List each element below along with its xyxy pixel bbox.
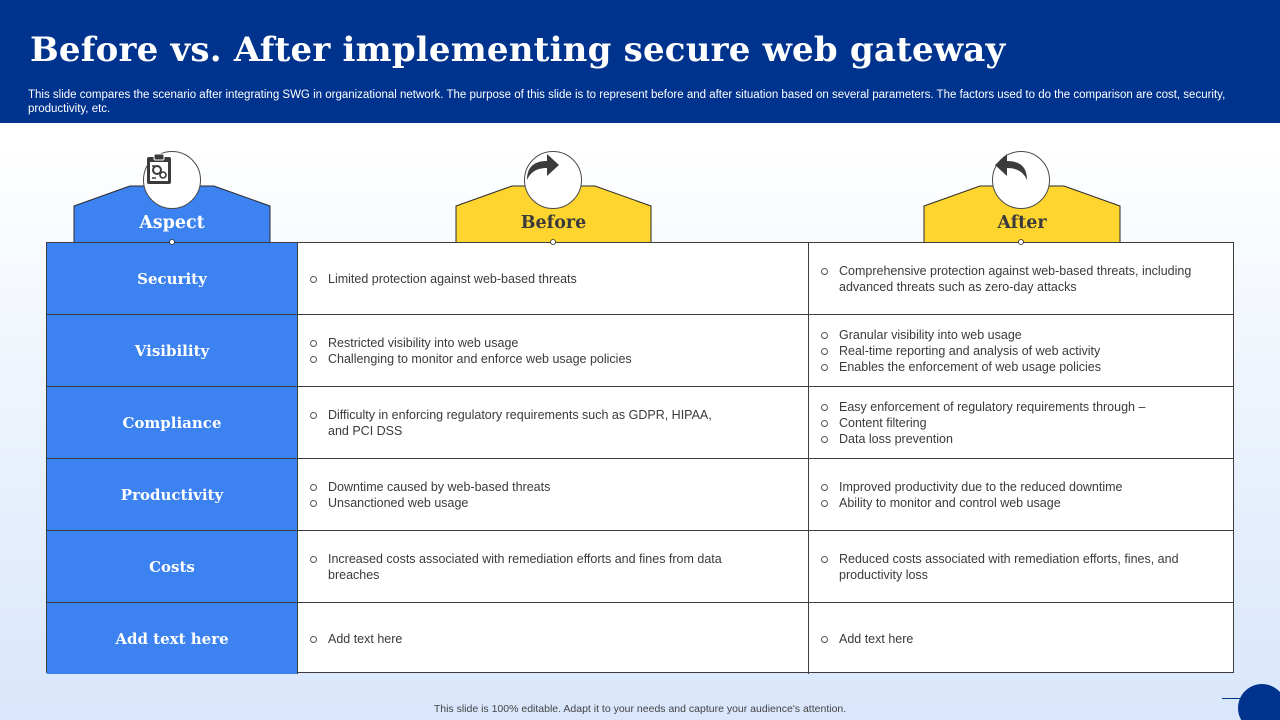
after-cell: Improved productivity due to the reduced… [809,459,1233,530]
bullet-item: Data loss prevention [821,431,1145,447]
column-header-before: Before [455,151,652,244]
bullet-item: Increased costs associated with remediat… [310,551,730,583]
after-cell: Comprehensive protection against web-bas… [809,243,1233,314]
table-row: Visibility Restricted visibility into we… [47,315,1233,387]
bullet-item: Ability to monitor and control web usage [821,495,1123,511]
aspect-cell: Costs [47,531,298,602]
aspect-cell: Security [47,243,298,314]
aspect-cell: Productivity [47,459,298,530]
before-cell: Limited protection against web-based thr… [298,243,809,314]
aspect-cell: Visibility [47,315,298,386]
before-cell: Add text here [298,603,809,674]
page-title: Before vs. After implementing secure web… [30,30,1006,70]
before-cell: Restricted visibility into web usage Cha… [298,315,809,386]
table-row: Costs Increased costs associated with re… [47,531,1233,603]
bullet-item: Add text here [821,631,913,647]
bullet-item: Enables the enforcement of web usage pol… [821,359,1101,375]
column-header-after: After [923,151,1121,244]
table-row: Security Limited protection against web-… [47,243,1233,315]
clipboard-gear-icon [147,153,171,184]
bullet-item: Difficulty in enforcing regulatory requi… [310,407,730,439]
after-cell: Reduced costs associated with remediatio… [809,531,1233,602]
footer-note: This slide is 100% editable. Adapt it to… [433,703,847,715]
bullet-item: Content filtering [821,415,1145,431]
bullet-item: Reduced costs associated with remediatio… [821,551,1211,583]
aspect-cell: Compliance [47,387,298,458]
bullet-item: Easy enforcement of regulatory requireme… [821,399,1145,415]
aspect-icon-circle [143,151,201,209]
bullet-item: Unsanctioned web usage [310,495,550,511]
corner-decoration-circle [1238,684,1280,720]
bullet-item: Downtime caused by web-based threats [310,479,550,495]
arrow-forward-icon [527,154,559,180]
bullet-item: Challenging to monitor and enforce web u… [310,351,632,367]
bullet-item: Improved productivity due to the reduced… [821,479,1123,495]
after-header-label: After [997,213,1047,233]
bullet-item: Limited protection against web-based thr… [310,271,577,287]
arrow-back-icon [995,154,1027,180]
after-icon-circle [992,151,1050,209]
bullet-item: Real-time reporting and analysis of web … [821,343,1101,359]
bullet-item: Add text here [310,631,402,647]
bullet-item: Granular visibility into web usage [821,327,1101,343]
after-cell: Granular visibility into web usage Real-… [809,315,1233,386]
before-header-label: Before [520,213,587,233]
comparison-table: Security Limited protection against web-… [46,242,1234,674]
bullet-item: Restricted visibility into web usage [310,335,632,351]
before-icon-circle [524,151,582,209]
before-cell: Difficulty in enforcing regulatory requi… [298,387,809,458]
table-row: Compliance Difficulty in enforcing regul… [47,387,1233,459]
table-row: Add text here Add text here Add text her… [47,603,1233,674]
before-cell: Increased costs associated with remediat… [298,531,809,602]
page-subtitle: This slide compares the scenario after i… [28,89,1226,115]
aspect-header-label: Aspect [139,213,205,233]
header-banner: Before vs. After implementing secure web… [0,0,1280,123]
aspect-cell: Add text here [47,603,298,674]
after-cell: Add text here [809,603,1233,674]
bullet-item: Comprehensive protection against web-bas… [821,263,1233,295]
after-cell: Easy enforcement of regulatory requireme… [809,387,1233,458]
before-cell: Downtime caused by web-based threats Uns… [298,459,809,530]
table-row: Productivity Downtime caused by web-base… [47,459,1233,531]
